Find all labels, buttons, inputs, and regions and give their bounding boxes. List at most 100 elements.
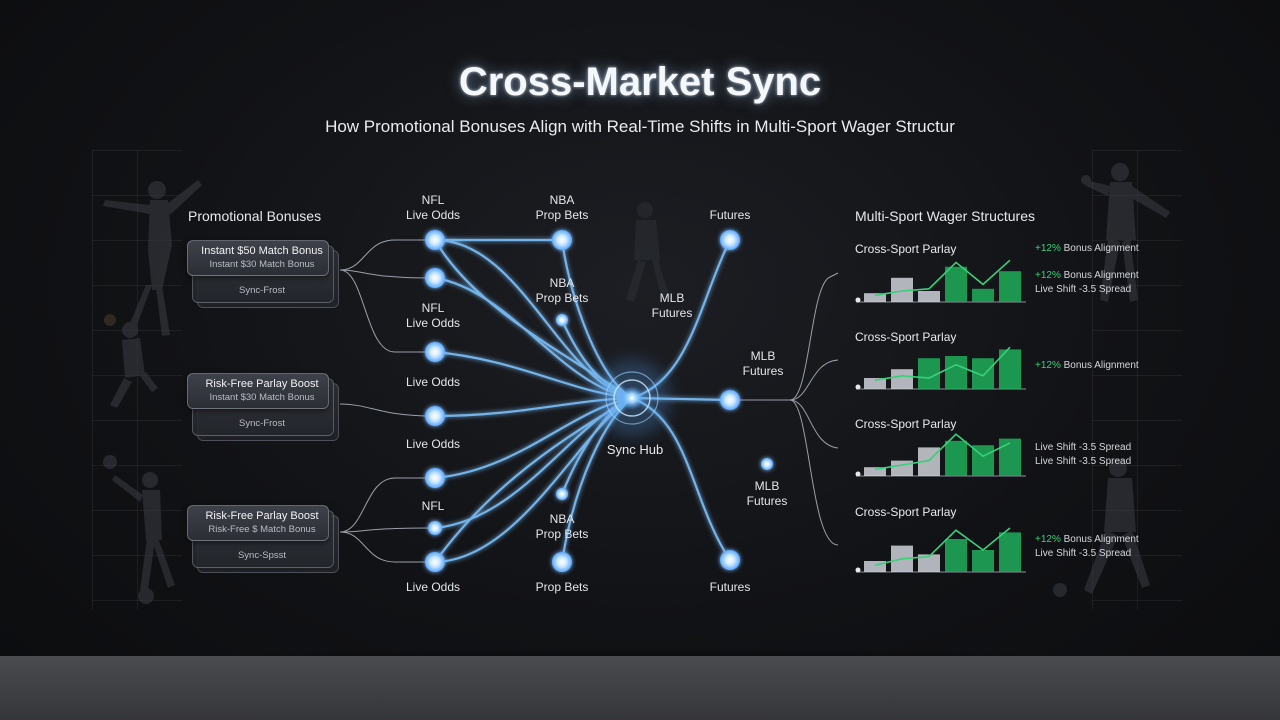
- bonus-card-sync-label: Sync-Frost: [239, 285, 285, 296]
- wager-panel-title: Cross-Sport Parlay: [855, 242, 957, 256]
- chart-origin-dot: [855, 567, 861, 573]
- chart-bar: [972, 358, 994, 389]
- node-live-odds-2[interactable]: [425, 406, 445, 426]
- annotation-text: Live Shift -3.5 Spread: [1035, 456, 1132, 467]
- node-label-live-odds-2: Live Odds: [405, 437, 461, 451]
- annotation-text: Live Shift -3.5 Spread: [1035, 548, 1132, 559]
- card-layer: [187, 240, 329, 276]
- node-nba-prop-bets-lower[interactable]: [556, 488, 568, 500]
- node-nfl-live-odds-mid[interactable]: [425, 268, 445, 288]
- chart-bar: [945, 266, 967, 302]
- node-label-nba-prop-bets-top: NBA Prop Bets: [535, 193, 589, 222]
- node-label-nfl-lower: NFL: [421, 499, 445, 513]
- promotional-bonuses-heading: Promotional Bonuses: [188, 208, 322, 224]
- wager-structures-heading: Multi-Sport Wager Structures: [855, 208, 1035, 224]
- wager-panel-title: Cross-Sport Parlay: [855, 417, 957, 431]
- node-label-live-odds-bottom: Live Odds: [405, 580, 461, 594]
- node-live-odds-1[interactable]: [425, 342, 445, 362]
- sync-hub-label: Sync Hub: [606, 442, 664, 457]
- chart-bar: [999, 349, 1021, 389]
- card-layer: [187, 373, 329, 409]
- chart-bar: [891, 277, 913, 302]
- card-layer: [187, 505, 329, 541]
- wager-annotation: Live Shift -3.5 Spread: [1035, 284, 1131, 295]
- node-label-prop-bets-bottom: Prop Bets: [535, 580, 589, 594]
- wager-annotation: +12% Bonus Alignment: [1035, 270, 1139, 281]
- chart-bar: [999, 532, 1021, 572]
- chart-trend-line: [874, 527, 1011, 567]
- chart-bar: [864, 467, 886, 476]
- bonus-card-title: Risk-Free Parlay Boost: [205, 378, 319, 390]
- annotation-text: Bonus Alignment: [1060, 270, 1139, 281]
- market-nodes: [425, 230, 773, 572]
- bonus-card-title: Instant $50 Match Bonus: [201, 245, 323, 257]
- annotation-percent: +12%: [1035, 360, 1061, 371]
- bonus-card[interactable]: Risk-Free Parlay Boost Instant $30 Match…: [187, 373, 339, 441]
- sync-hub: [594, 360, 670, 436]
- chart-bar: [864, 561, 886, 572]
- node-label-mlb-futures-lower: MLB Futures: [746, 479, 788, 508]
- node-label-mlb-futures-upper: MLB Futures: [651, 291, 693, 320]
- wager-annotation: +12% Bonus Alignment: [1035, 243, 1139, 254]
- node-label-futures-top: Futures: [709, 208, 751, 222]
- wager-annotation: Live Shift -3.5 Spread: [1035, 442, 1131, 453]
- chart-bar: [864, 293, 886, 302]
- chart-bar: [918, 554, 940, 572]
- chart-bar: [891, 460, 913, 476]
- annotation-text: Live Shift -3.5 Spread: [1035, 442, 1132, 453]
- bonus-card-subtitle: Instant $30 Match Bonus: [209, 259, 315, 270]
- annotation-percent: +12%: [1035, 534, 1061, 545]
- bonus-card[interactable]: Risk-Free Parlay Boost Risk-Free $ Match…: [187, 505, 339, 573]
- chart-bar: [972, 550, 994, 572]
- chart-bar: [918, 291, 940, 302]
- page-title: Cross-Market Sync: [458, 60, 822, 104]
- annotation-percent: +12%: [1035, 243, 1061, 254]
- chart-bar: [945, 356, 967, 389]
- chart-bar: [999, 438, 1021, 476]
- annotation-text: Bonus Alignment: [1060, 534, 1139, 545]
- node-label-nba-prop-bets-mid: NBA Prop Bets: [535, 276, 589, 305]
- bonus-connectors: [339, 239, 433, 563]
- wager-connectors: [735, 272, 839, 546]
- chart-trend-line: [874, 433, 1011, 471]
- annotation-text: Bonus Alignment: [1060, 243, 1139, 254]
- node-prop-bets-bottom[interactable]: [552, 552, 572, 572]
- chart-bar: [918, 358, 940, 389]
- node-nba-prop-bets-top[interactable]: [552, 230, 572, 250]
- chart-trend-line: [874, 259, 1011, 297]
- node-nfl-lower-top[interactable]: [425, 468, 445, 488]
- node-futures-bottom[interactable]: [720, 550, 740, 570]
- athlete-silhouette-icon: [626, 202, 670, 302]
- athlete-silhouette-icon: [103, 180, 202, 336]
- node-nfl-live-odds-top[interactable]: [425, 230, 445, 250]
- bonus-card-title: Risk-Free Parlay Boost: [205, 510, 319, 522]
- chart-origin-dot: [855, 384, 861, 390]
- node-nfl-lower[interactable]: [428, 521, 442, 535]
- node-futures-top[interactable]: [720, 230, 740, 250]
- chart-bar: [945, 539, 967, 572]
- bonus-card[interactable]: Instant $50 Match Bonus Instant $30 Matc…: [187, 240, 339, 308]
- page-subtitle: How Promotional Bonuses Align with Real-…: [325, 117, 955, 136]
- node-label-futures-bottom: Futures: [709, 580, 751, 594]
- athlete-silhouette-icon: [112, 472, 175, 590]
- node-live-odds-bottom[interactable]: [425, 552, 445, 572]
- node-label-live-odds-1: Live Odds: [405, 375, 461, 389]
- chart-bar: [945, 440, 967, 476]
- node-mlb-futures-mid[interactable]: [720, 390, 740, 410]
- athlete-silhouette-icon: [1084, 459, 1150, 594]
- node-label-mlb-futures-mid: MLB Futures: [742, 349, 784, 378]
- wager-annotation: +12% Bonus Alignment: [1035, 360, 1139, 371]
- node-label-nba-prop-bets-lower: NBA Prop Bets: [535, 512, 589, 541]
- athlete-silhouette-icon: [1086, 163, 1170, 302]
- node-nba-prop-bets-mid[interactable]: [556, 314, 568, 326]
- athlete-silhouette-icon: [110, 322, 158, 408]
- chart-origin-dot: [855, 297, 861, 303]
- wager-panel-title: Cross-Sport Parlay: [855, 505, 957, 519]
- node-label-nfl-live-odds-top: NFL Live Odds: [405, 193, 461, 222]
- bonus-card-sync-label: Sync-Spsst: [237, 550, 287, 561]
- bonus-card-subtitle: Risk-Free $ Match Bonus: [208, 524, 316, 535]
- node-mlb-futures-lower[interactable]: [761, 458, 773, 470]
